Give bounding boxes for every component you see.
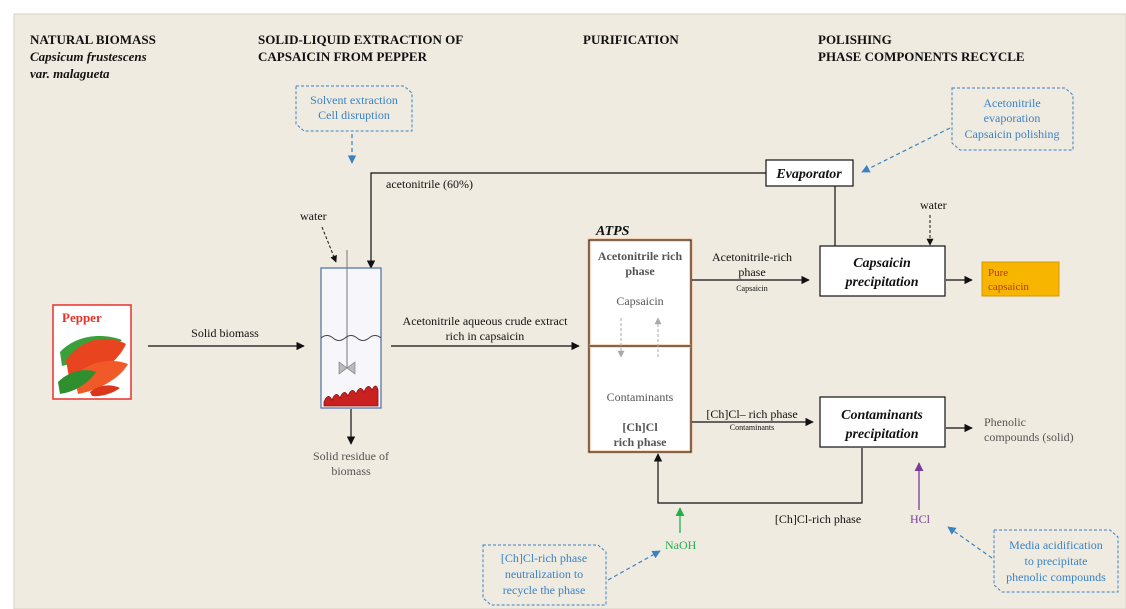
pepper-image: Pepper (52, 304, 132, 400)
note-acidification: Media acidification to precipitate pheno… (993, 529, 1119, 593)
atps-vessel (587, 238, 693, 454)
hcl-label: HCl (910, 512, 931, 526)
acetonitrile-recycle-arrow (366, 172, 766, 269)
acn-rich-sub: Capsaicin (736, 284, 768, 293)
acetonitrile-60-label: acetonitrile (60%) (386, 177, 473, 191)
residue-label-line2: biomass (331, 464, 371, 478)
water-extraction-arrow (321, 226, 337, 263)
note-neutralization-line1: [Ch]Cl-rich phase (501, 551, 587, 565)
chcl-recycle-label: [Ch]Cl-rich phase (775, 512, 861, 526)
pure-line2: capsaicin (988, 281, 1029, 293)
header-purification: PURIFICATION (583, 32, 679, 47)
residue-label-line1: Solid residue of (313, 449, 389, 463)
note-evaporation-line2: evaporation (984, 111, 1041, 125)
capsaicin-in-phase: Capsaicin (616, 294, 663, 308)
capsaicin-precip-line1: Capsaicin (853, 256, 911, 271)
evaporator-box (765, 159, 854, 187)
crude-extract-line2: rich in capsaicin (446, 329, 525, 343)
contaminants-precip-box (819, 396, 946, 448)
note-acetonitrile-evaporation: Acetonitrile evaporation Capsaicin polis… (951, 87, 1074, 151)
acn-phase-line1: Acetonitrile rich (598, 249, 683, 263)
chcl-recycle-arrow (653, 448, 863, 504)
note-neutralization-arrow (607, 550, 661, 581)
note-acidification-line3: phenolic compounds (1006, 570, 1106, 584)
crude-extract-line1: Acetonitrile aqueous crude extract (403, 314, 569, 328)
pure-line1: Pure (988, 267, 1008, 279)
header-species: Capsicum frustescens (30, 49, 147, 64)
naoh-label: NaOH (665, 538, 697, 552)
note-acidification-line1: Media acidification (1009, 538, 1103, 552)
diagram-background (13, 13, 1126, 609)
note-evaporation-arrow (861, 127, 951, 173)
contaminants-in-phase: Contaminants (607, 390, 674, 404)
chcl-rich-sub: Contaminants (730, 423, 774, 432)
header-extraction-line1: SOLID-LIQUID EXTRACTION OF (258, 32, 463, 47)
capsaicin-precip-line2: precipitation (844, 275, 918, 290)
acn-rich-line2: phase (738, 265, 765, 279)
evaporator-label: Evaporator (775, 167, 842, 182)
extraction-reactor (320, 250, 382, 409)
header-phase-recycle: PHASE COMPONENTS RECYCLE (818, 49, 1025, 64)
note-neutralization-line2: neutralization to (505, 567, 583, 581)
note-acidification-line2: to precipitate (1025, 554, 1088, 568)
chcl-phase-line2: rich phase (613, 435, 667, 449)
water-precip-label: water (920, 198, 947, 212)
acn-rich-line1: Acetonitrile-rich (712, 250, 792, 264)
chcl-rich-label: [Ch]Cl– rich phase (706, 407, 797, 421)
acn-phase-line2: phase (625, 264, 655, 278)
contaminants-precip-line2: precipitation (844, 427, 918, 442)
note-evaporation-line1: Acetonitrile (983, 96, 1040, 110)
pure-capsaicin-box (981, 261, 1060, 297)
note-evaporation-line3: Capsaicin polishing (965, 127, 1060, 141)
water-extraction-label: water (300, 209, 327, 223)
header-polishing: POLISHING (818, 32, 892, 47)
phenolic-line1: Phenolic (984, 415, 1026, 429)
phenolic-line2: compounds (solid) (984, 430, 1074, 444)
note-solvent-extraction: Solvent extraction Cell disruption (295, 85, 413, 132)
note-solvent-extraction-line1: Solvent extraction (310, 93, 398, 107)
capsaicin-precip-box (819, 245, 946, 297)
header-extraction-line2: CAPSAICIN FROM PEPPER (258, 49, 428, 64)
contaminants-precip-line1: Contaminants (841, 408, 923, 423)
chcl-phase-line1: [Ch]Cl (622, 420, 658, 434)
note-neutralization-line3: recycle the phase (503, 583, 586, 597)
header-natural-biomass: NATURAL BIOMASS (30, 32, 156, 47)
note-solvent-extraction-line2: Cell disruption (318, 108, 390, 122)
solid-biomass-label: Solid biomass (191, 326, 259, 340)
note-acidification-arrow (947, 526, 993, 559)
pepper-label: Pepper (62, 310, 102, 325)
atps-label: ATPS (595, 224, 630, 239)
note-neutralization: [Ch]Cl-rich phase neutralization to recy… (482, 544, 607, 606)
header-variety: var. malagueta (30, 66, 110, 81)
